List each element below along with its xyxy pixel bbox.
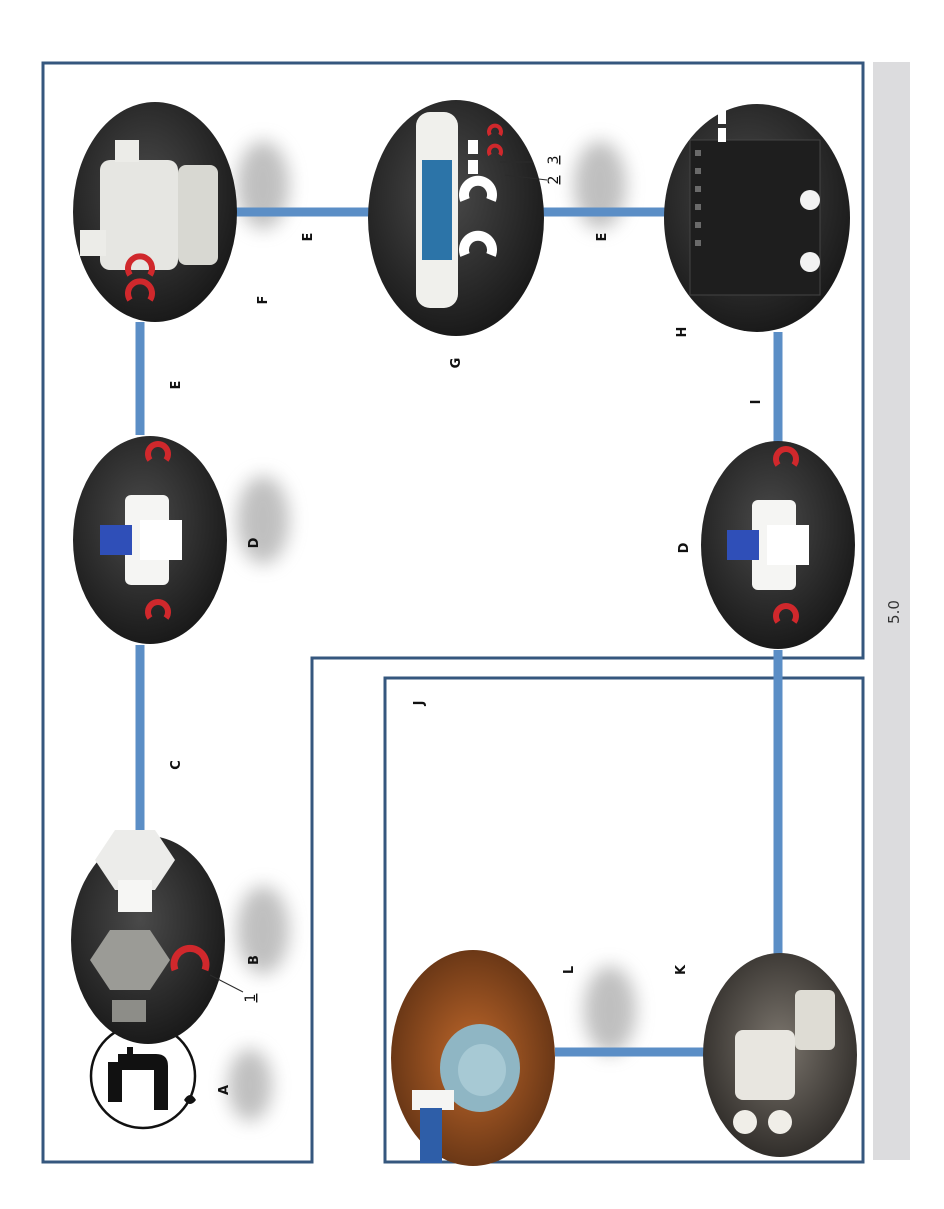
label-f: F [256, 296, 271, 305]
label-c: C [169, 760, 184, 770]
label-e-mid: E [301, 233, 316, 242]
label-e-bottom: E [595, 233, 610, 242]
label-d-bottom: D [677, 542, 692, 553]
ball-valve-icon [73, 436, 227, 644]
page-number: 5.0 [885, 600, 903, 624]
label-h: H [675, 327, 690, 338]
control-unit-icon [664, 104, 850, 332]
tank-connector-icon [391, 950, 555, 1166]
label-b: B [247, 955, 262, 965]
auto-shutoff-valve-icon [703, 953, 857, 1157]
label-e-top: E [169, 381, 184, 390]
side-strip [873, 62, 910, 1160]
inline-filter-cartridge-icon [368, 100, 544, 336]
label-k: K [674, 964, 689, 975]
label-d-top: D [247, 537, 262, 548]
tubes [135, 207, 783, 1057]
label-a: A [217, 1085, 232, 1095]
label-j: J [412, 701, 427, 707]
pre-filter-housing-icon [73, 102, 237, 322]
callout-lines [209, 161, 548, 993]
callout-1: 1 [243, 994, 259, 1003]
callout-3: 3 [546, 156, 562, 165]
shadow-blobs [228, 141, 636, 1121]
inner-frame [383, 676, 865, 1164]
connector-fittings-icon [71, 830, 225, 1044]
outer-frame [41, 61, 865, 1164]
label-g: G [449, 358, 464, 369]
label-l: L [562, 966, 577, 974]
callout-2: 2 [546, 176, 562, 185]
ball-valve-icon [701, 441, 855, 649]
label-i: I [749, 400, 764, 405]
